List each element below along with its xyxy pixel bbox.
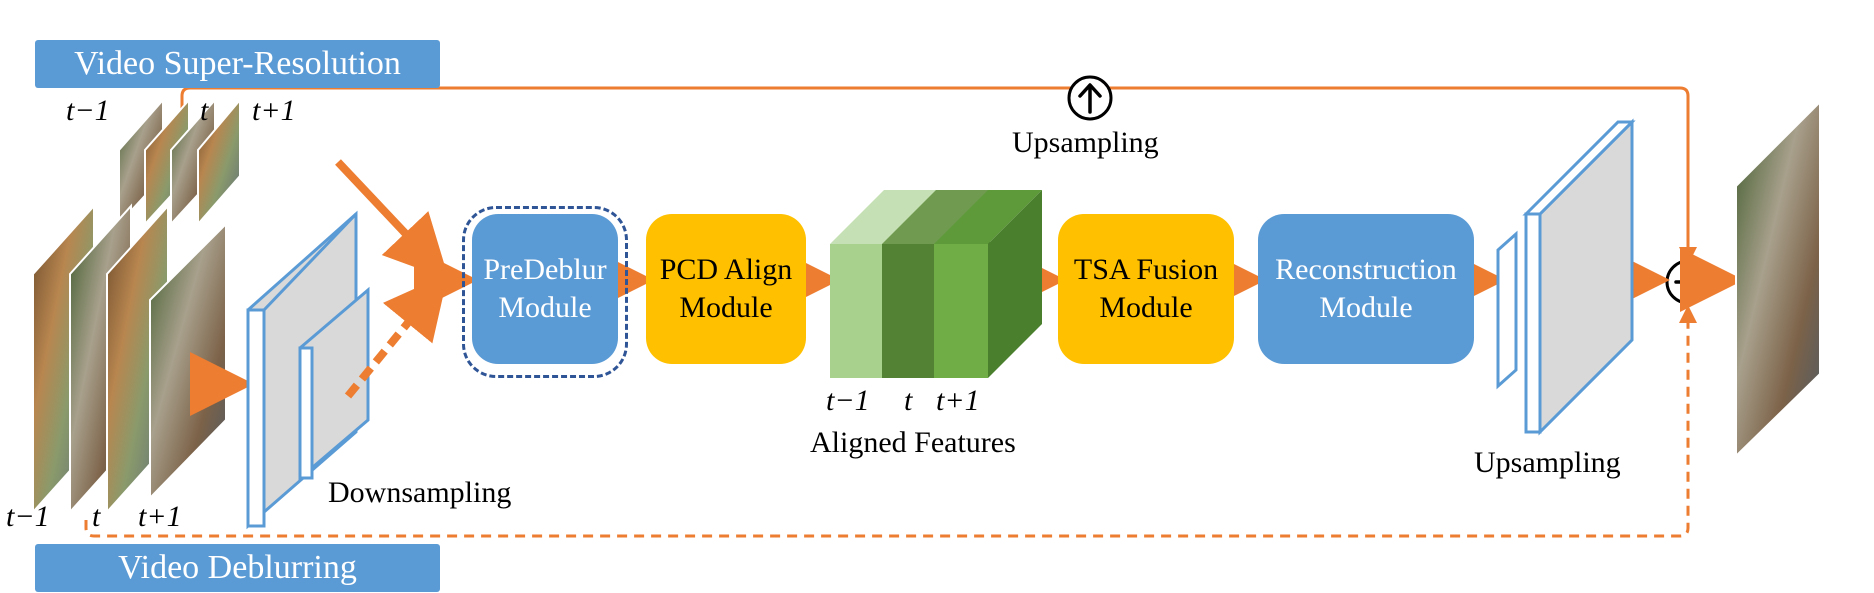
tsa-line2: Module <box>1099 291 1193 324</box>
feature-label-t: t <box>904 384 913 417</box>
video-super-resolution-tag: Video Super-Resolution <box>35 40 440 88</box>
deblur-frame-label-t-minus-1: t−1 <box>6 500 50 533</box>
tsa-line1: TSA Fusion <box>1073 253 1219 286</box>
predeblur-line2: Module <box>498 291 592 324</box>
upsampling-top-label: Upsampling <box>1012 126 1159 159</box>
predeblur-highlight-border <box>462 206 628 378</box>
upsampling-blocks <box>1496 118 1636 436</box>
reconstruction-line1: Reconstruction <box>1275 253 1457 286</box>
sr-frame-label-t-plus-1: t+1 <box>252 94 296 127</box>
aligned-feature-cubes <box>830 190 1042 378</box>
pcd-line2: Module <box>679 291 773 324</box>
deblur-input-frames <box>32 203 227 515</box>
upsampling-skip-path <box>180 86 1697 265</box>
plus-circle-icon <box>1665 259 1711 305</box>
sr-frame-label-t-minus-1: t−1 <box>66 94 110 127</box>
sr-frame-label-t: t <box>200 94 209 127</box>
sr-input-frames <box>118 97 241 227</box>
deblur-frame-label-t: t <box>92 500 101 533</box>
deblur-frame-label-t-plus-1: t+1 <box>138 500 182 533</box>
feature-label-t-minus-1: t−1 <box>826 384 870 417</box>
downsampling-blocks <box>246 210 370 530</box>
reconstruction-line2: Module <box>1319 291 1413 324</box>
aligned-features-label: Aligned Features <box>810 426 1016 459</box>
video-deblurring-tag: Video Deblurring <box>35 544 440 592</box>
feature-label-t-plus-1: t+1 <box>936 384 980 417</box>
downsampling-label: Downsampling <box>328 476 512 509</box>
upsampling-bottom-label: Upsampling <box>1474 446 1621 479</box>
deblurring-skip-path <box>84 305 1697 538</box>
up-arrow-circle-icon <box>1067 75 1113 121</box>
output-frame <box>1735 99 1821 459</box>
predeblur-line1: PreDeblur <box>483 253 607 286</box>
pcd-line1: PCD Align <box>659 253 793 286</box>
